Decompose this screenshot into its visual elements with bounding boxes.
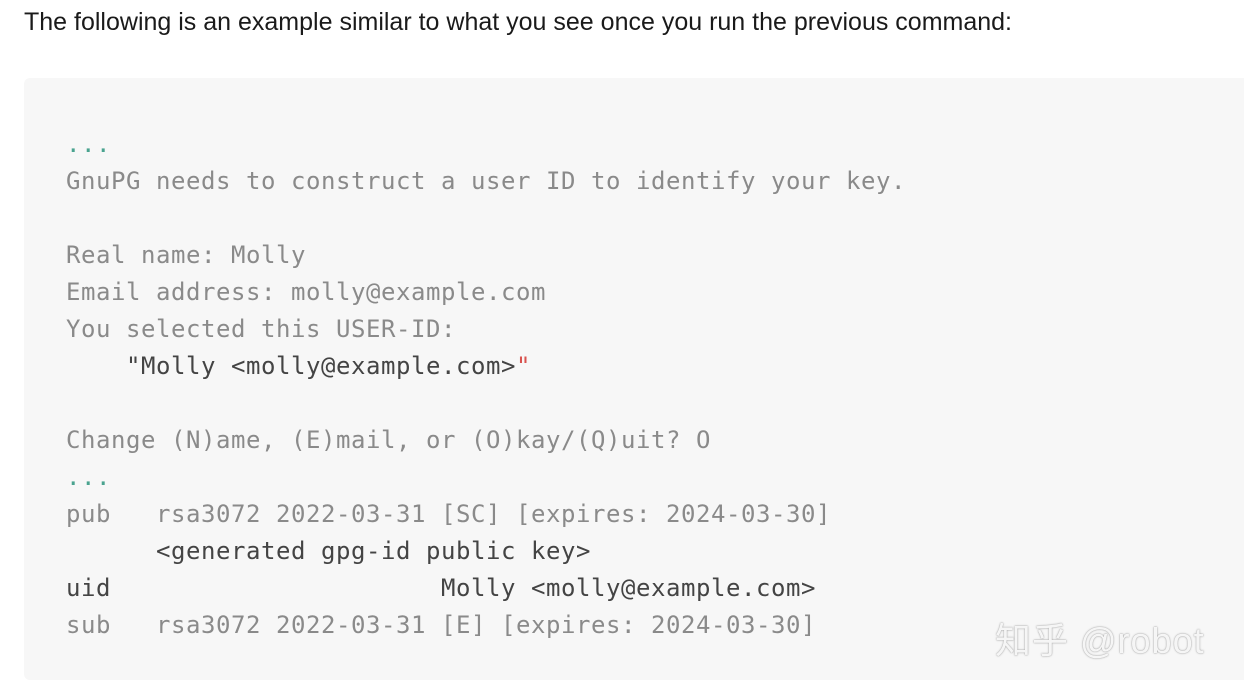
code-line: GnuPG needs to construct a user ID to id… xyxy=(66,167,906,195)
code-line: Real name: Molly xyxy=(66,241,306,269)
code-line: Email address: molly@example.com xyxy=(66,278,546,306)
code-line: Change (N)ame, (E)mail, or (O)kay/(Q)uit… xyxy=(66,426,711,454)
code-line-user-id: "Molly <molly@example.com>" xyxy=(66,348,906,385)
watermark: 知乎 @robot xyxy=(995,620,1205,661)
code-line-empty xyxy=(66,385,906,422)
code-content: ... GnuPG needs to construct a user ID to… xyxy=(66,126,906,644)
code-line-sub: sub rsa3072 2022-03-31 [E] [expires: 202… xyxy=(66,611,816,639)
code-line: You selected this USER-ID: xyxy=(66,315,456,343)
intro-paragraph: The following is an example similar to w… xyxy=(24,8,1013,36)
code-line-ellipsis: ... xyxy=(66,463,111,491)
closing-quote: " xyxy=(515,352,531,380)
code-line-pub: pub rsa3072 2022-03-31 [SC] [expires: 20… xyxy=(66,500,831,528)
code-line-ellipsis: ... xyxy=(66,130,111,158)
code-line-key: <generated gpg-id public key> xyxy=(66,537,591,565)
code-block: ... GnuPG needs to construct a user ID to… xyxy=(24,78,1244,680)
user-id-string: "Molly <molly@example.com> xyxy=(66,352,516,380)
code-line-empty xyxy=(66,200,906,237)
code-line-uid: uid Molly <molly@example.com> xyxy=(66,574,816,602)
